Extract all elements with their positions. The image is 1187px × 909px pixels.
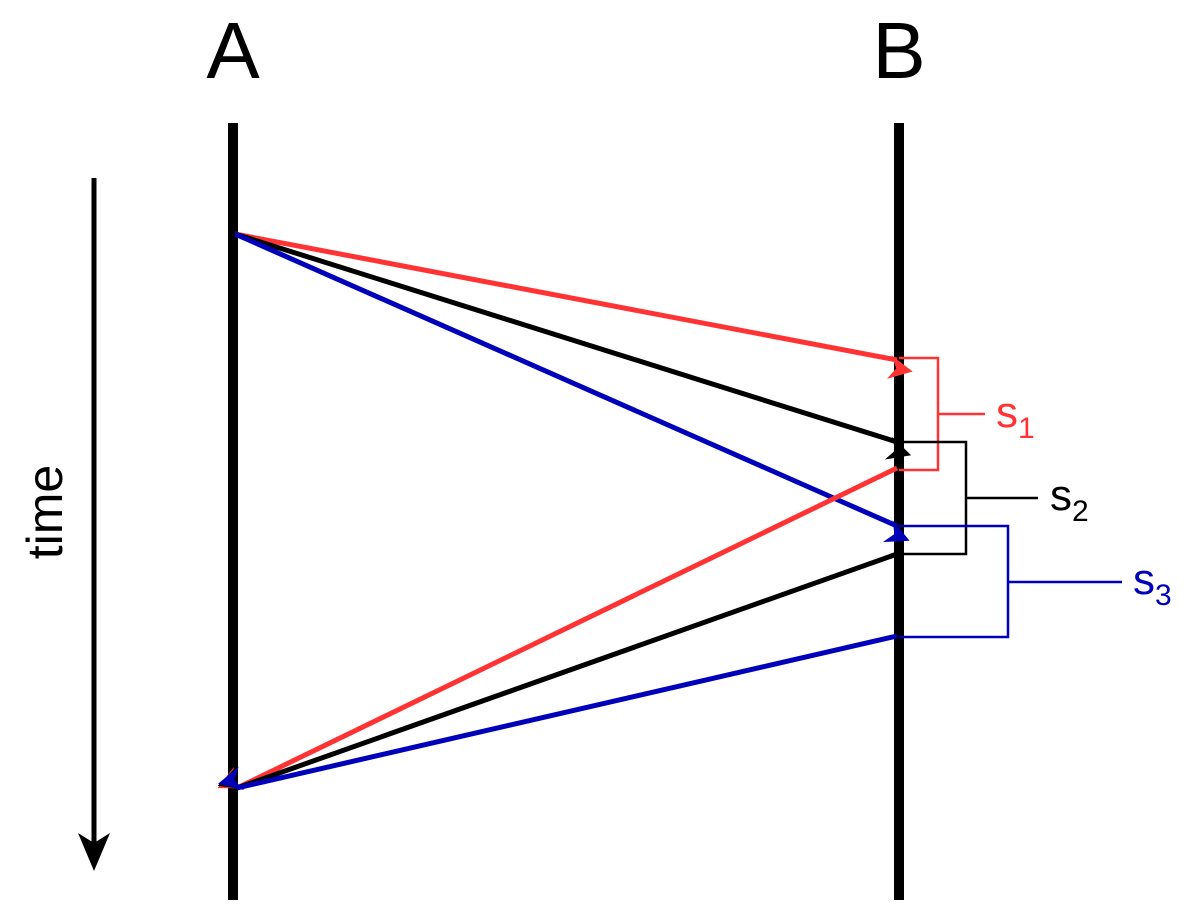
span-bracket-s2 [899,440,1038,556]
request-arrow-black [234,231,912,460]
span-label-s2-subscript: 2 [1072,495,1089,528]
span-bracket-s1 [899,356,985,472]
request-arrow-blue [233,231,910,543]
party-b-label: B [872,6,925,95]
span-label-s3-letter: s [1133,555,1155,604]
time-axis-label: time [17,465,73,559]
time-axis-arrowhead [78,833,110,871]
response-arrow-black [217,551,898,791]
request-arrow-red [234,231,913,379]
span-label-s1: s1 [996,388,1035,445]
span-bracket-s3 [899,524,1122,639]
span-label-s2: s2 [1050,471,1089,528]
response-arrow-red [217,465,899,791]
span-label-s3: s3 [1133,555,1172,612]
span-label-s1-letter: s [996,388,1018,437]
span-label-s3-subscript: 3 [1155,579,1172,612]
party-a-label: A [206,6,260,95]
response-arrow-blue [218,633,898,791]
span-label-s2-letter: s [1050,471,1072,520]
span-label-s1-subscript: 1 [1018,412,1035,445]
